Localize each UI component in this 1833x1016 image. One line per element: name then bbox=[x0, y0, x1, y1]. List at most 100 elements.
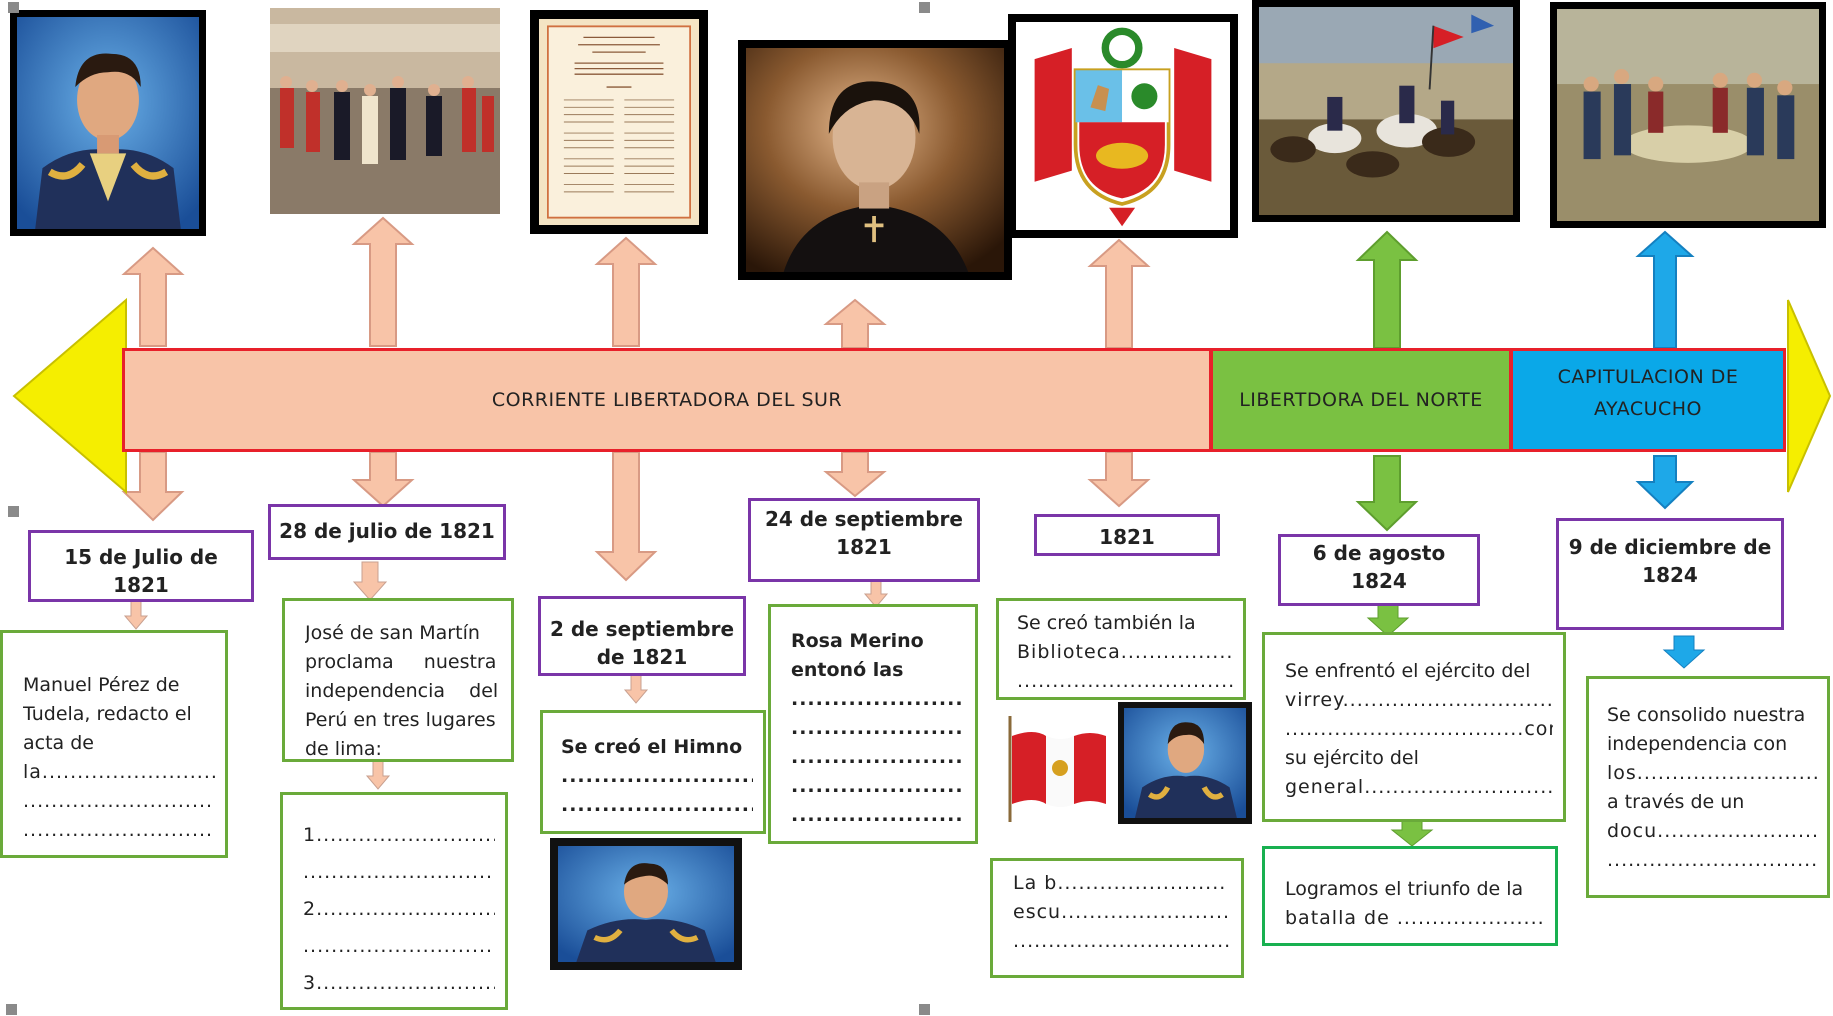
note-7-line: Se consolido nuestra bbox=[1607, 704, 1806, 726]
selection-handle[interactable] bbox=[8, 2, 19, 13]
date-box-9-diciembre: 9 de diciembre de 1824 bbox=[1556, 518, 1784, 630]
note-acta: Manuel Pérez de Tudela, redacto el acta … bbox=[0, 630, 228, 858]
note-5b-blank[interactable]: La b........................ y el bbox=[1013, 872, 1231, 894]
note-6-blank[interactable]: virrey..................................… bbox=[1285, 689, 1553, 711]
selection-handle[interactable] bbox=[919, 2, 930, 13]
date-5-text: 1821 bbox=[1099, 525, 1155, 549]
selection-handle[interactable] bbox=[8, 506, 19, 517]
note-2-list-item[interactable]: ........................................ bbox=[303, 935, 495, 957]
date-6-line2: 1824 bbox=[1351, 569, 1407, 593]
san-martin-portrait-small-2 bbox=[1118, 702, 1252, 824]
connector-arrow-4 bbox=[823, 298, 887, 349]
note-rosa-merino: Rosa Merino entonó las .................… bbox=[768, 604, 978, 844]
peru-coat-of-arms bbox=[1008, 14, 1238, 238]
small-arrow-7 bbox=[1662, 635, 1706, 669]
note-7-blank[interactable]: ........................................… bbox=[1607, 849, 1817, 871]
timeline-start-arrow bbox=[12, 297, 127, 495]
note-3-blank[interactable]: ................................... bbox=[561, 765, 753, 787]
band-ayacucho-line1: CAPITULACION DE bbox=[1557, 366, 1739, 388]
small-arrow-3 bbox=[623, 673, 649, 704]
note-6-blank[interactable]: ..................................con bbox=[1285, 718, 1553, 740]
date-6-line1: 6 de agosto bbox=[1312, 541, 1446, 565]
note-1-blank[interactable]: la............................. bbox=[23, 761, 215, 783]
note-2-list-item[interactable]: 3.............................. bbox=[303, 972, 495, 994]
note-6b-blank[interactable]: batalla de ......................... bbox=[1285, 907, 1545, 929]
peru-flag bbox=[1006, 712, 1110, 822]
note-2-list-item[interactable]: 1.............................. bbox=[303, 824, 495, 846]
small-arrow-2b bbox=[365, 759, 391, 790]
note-5-blank[interactable]: ...................................... bbox=[1017, 670, 1233, 692]
note-proclamation: José de san Martín proclama nuestra inde… bbox=[282, 598, 514, 762]
note-7-blank[interactable]: docu.................................. bbox=[1607, 820, 1817, 842]
note-4-blank[interactable]: ................................. bbox=[791, 804, 965, 826]
note-4-blank[interactable]: ................................. bbox=[791, 746, 965, 768]
note-5b-blank[interactable]: escu............................. bbox=[1013, 901, 1231, 923]
band-northern-liberation: LIBERTDORA DEL NORTE bbox=[1210, 348, 1512, 452]
note-5-blank[interactable]: Biblioteca................... bbox=[1017, 641, 1233, 663]
timeline-end-arrow bbox=[1787, 299, 1832, 493]
note-3-blank[interactable]: ............................. bbox=[561, 794, 753, 816]
date-1-line2: 1821 bbox=[113, 573, 169, 597]
note-4-line: entonó las bbox=[791, 659, 904, 681]
note-2-list-item[interactable]: 2.............................. bbox=[303, 898, 495, 920]
note-1-blank[interactable]: ...................................... bbox=[23, 819, 215, 841]
connector-arrow-5b bbox=[1087, 451, 1151, 508]
date-7-line1: 9 de diciembre de bbox=[1568, 535, 1772, 559]
capitulation-of-ayacucho-painting bbox=[1550, 2, 1826, 228]
note-flag-shield: La b........................ y el escu..… bbox=[990, 858, 1244, 978]
battle-of-junin-painting bbox=[1252, 0, 1520, 222]
note-4-line: Rosa Merino bbox=[791, 630, 924, 652]
note-6-blank[interactable]: general.................................… bbox=[1285, 776, 1553, 798]
note-anthem: Se creó el Himno .......................… bbox=[540, 710, 766, 834]
note-2-line: José de san Martín bbox=[305, 622, 480, 644]
national-anthem-document bbox=[530, 10, 708, 234]
note-7-line: a través de un bbox=[1607, 791, 1745, 813]
note-6-line: su ejército del bbox=[1285, 747, 1419, 769]
note-5b-blank[interactable]: ....................................... bbox=[1013, 930, 1231, 952]
note-1-line: Tudela, redacto el bbox=[23, 703, 192, 725]
selection-handle[interactable] bbox=[6, 1004, 17, 1015]
note-6b-line: Logramos el triunfo de la bbox=[1285, 878, 1524, 900]
date-2-text: 28 de julio de 1821 bbox=[279, 519, 495, 543]
connector-arrow-7 bbox=[1635, 230, 1695, 349]
note-7-blank[interactable]: los................................... bbox=[1607, 762, 1817, 784]
connector-arrow-6 bbox=[1355, 230, 1419, 349]
connector-arrow-2 bbox=[351, 216, 415, 347]
connector-arrow-4b bbox=[823, 451, 887, 498]
note-1-blank[interactable]: ...................................... bbox=[23, 790, 215, 812]
band-northern-label: LIBERTDORA DEL NORTE bbox=[1239, 389, 1483, 411]
selection-handle[interactable] bbox=[919, 1004, 930, 1015]
date-box-2-septiembre: 2 de septiembre de 1821 bbox=[538, 596, 746, 676]
connector-arrow-7b bbox=[1635, 455, 1695, 510]
date-3-line1: 2 de septiembre bbox=[549, 617, 735, 641]
connector-arrow-3 bbox=[594, 236, 658, 347]
date-4-line1: 24 de septiembre bbox=[765, 507, 963, 531]
band-southern-label: CORRIENTE LIBERTADORA DEL SUR bbox=[491, 389, 843, 411]
note-4-blank[interactable]: ................................. bbox=[791, 688, 965, 710]
band-southern-liberation: CORRIENTE LIBERTADORA DEL SUR bbox=[122, 348, 1212, 452]
note-library: Se creó también la Biblioteca...........… bbox=[996, 598, 1246, 700]
note-triumph: Logramos el triunfo de la batalla de ...… bbox=[1262, 846, 1558, 946]
connector-arrow-3b bbox=[594, 451, 658, 582]
note-2-list-item[interactable]: ........................................ bbox=[303, 1002, 495, 1007]
note-three-places: 1.............................. ........… bbox=[280, 792, 508, 1010]
connector-arrow-1b bbox=[121, 451, 185, 522]
date-box-15-julio: 15 de Julio de 1821 bbox=[28, 530, 254, 602]
note-1-line: Manuel Pérez de bbox=[23, 674, 180, 696]
note-2-list-item[interactable]: ................................... bbox=[303, 861, 495, 883]
date-7-line2: 1824 bbox=[1642, 563, 1698, 587]
connector-arrow-1 bbox=[121, 246, 185, 347]
note-7-line: independencia con bbox=[1607, 733, 1788, 755]
note-5-line: Se creó también la bbox=[1017, 612, 1196, 634]
rosa-merino-portrait bbox=[738, 40, 1012, 280]
small-arrow-1 bbox=[123, 599, 149, 630]
small-arrow-6 bbox=[1366, 603, 1410, 637]
date-box-28-julio: 28 de julio de 1821 bbox=[268, 504, 506, 560]
note-6-line: Se enfrentó el ejército del bbox=[1285, 660, 1531, 682]
note-3-line: Se creó el Himno bbox=[561, 736, 743, 758]
small-arrow-6b bbox=[1390, 817, 1434, 847]
note-4-blank[interactable]: ................................. bbox=[791, 775, 965, 797]
note-4-blank[interactable]: ................................. bbox=[791, 717, 965, 739]
note-2-line: independencia del bbox=[305, 680, 499, 702]
date-3-line2: de 1821 bbox=[596, 645, 688, 669]
